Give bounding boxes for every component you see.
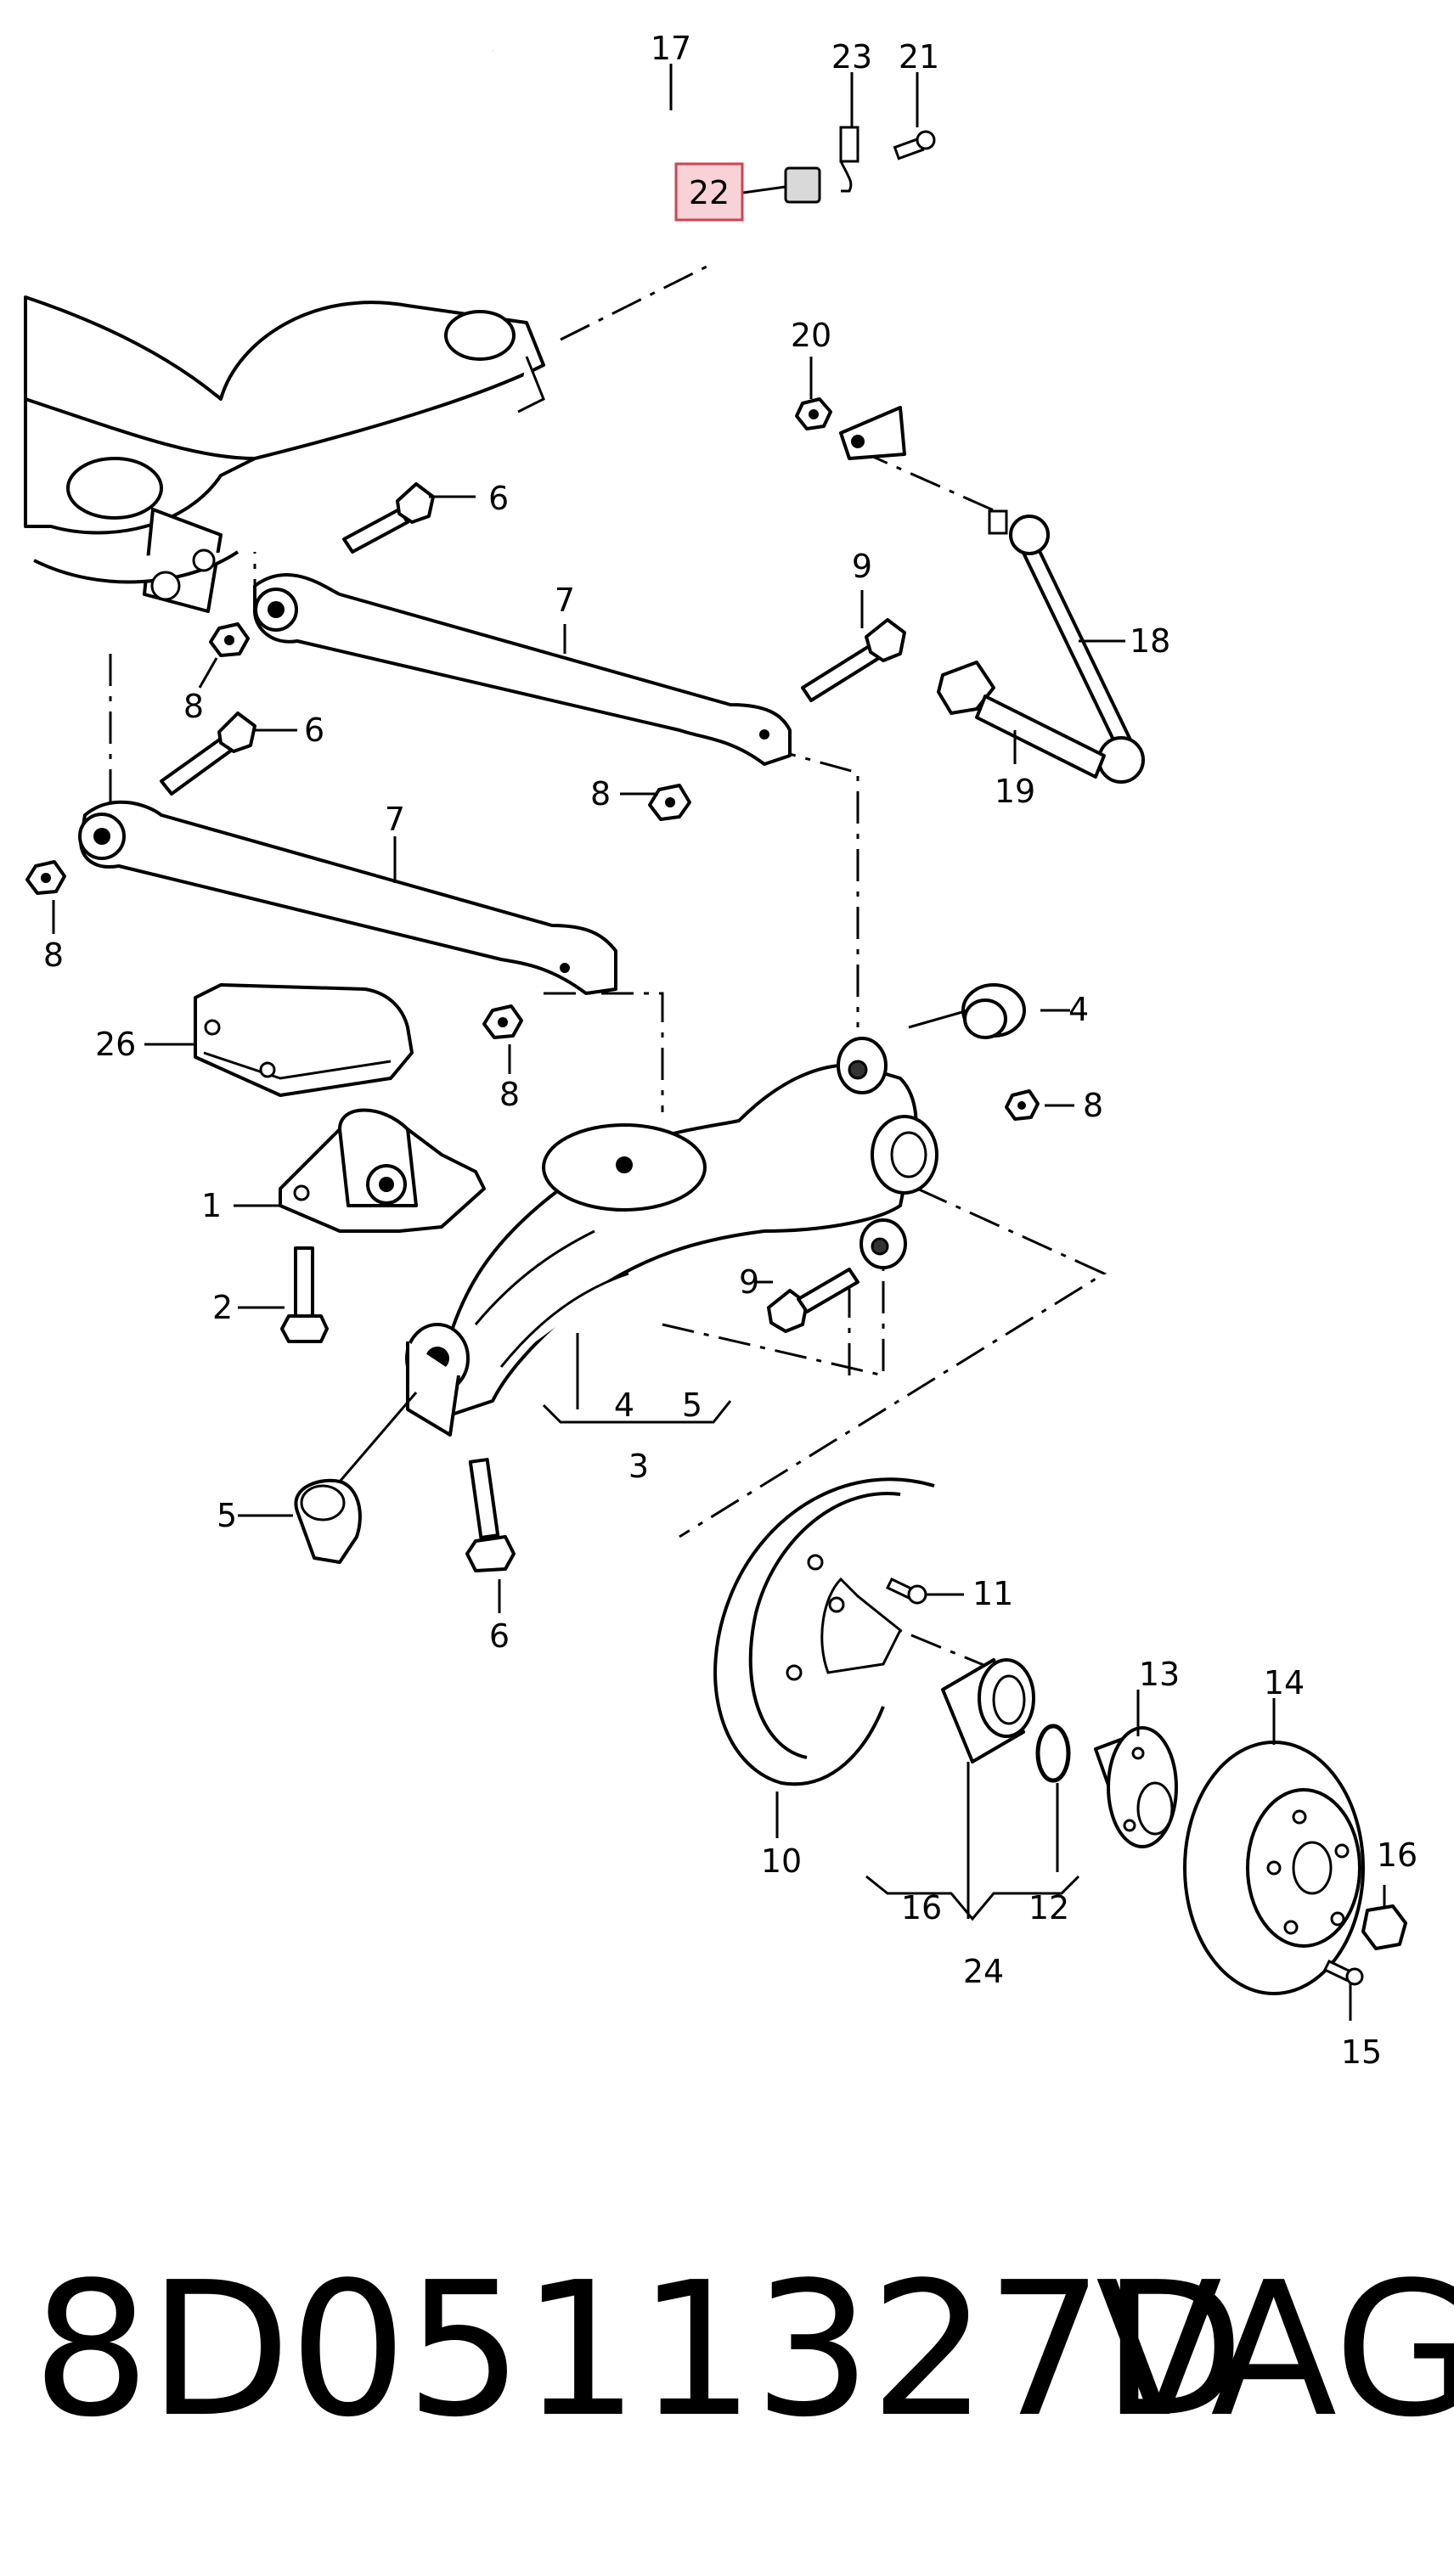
callout-18: 18: [1130, 622, 1170, 660]
rubber-bushing-4-detached[interactable]: [961, 983, 1026, 1039]
clamp-bolt[interactable]: [893, 130, 936, 160]
callout-3: 3: [628, 1448, 649, 1485]
hub-nut[interactable]: [1361, 1904, 1407, 1950]
callout-4-b: 4: [614, 1386, 634, 1424]
callout-5-b: 5: [217, 1497, 237, 1534]
callout-6-b: 6: [304, 711, 324, 749]
callout-22: 22: [689, 174, 730, 211]
callout-14: 14: [1264, 1664, 1305, 1701]
link-bolt-9-lower[interactable]: [767, 1268, 859, 1333]
transverse-link-lower[interactable]: [78, 800, 617, 995]
callout-7-b: 7: [385, 801, 405, 838]
callout-8-b: 8: [590, 775, 611, 813]
callout-12: 12: [1029, 1889, 1069, 1926]
bushing-clamp[interactable]: [839, 126, 859, 193]
callout-8-d: 8: [499, 1076, 520, 1113]
stabilizer-bar[interactable]: [488, 46, 906, 462]
callout-22-highlight: [674, 162, 744, 222]
callout-15: 15: [1341, 2033, 1382, 2071]
mounting-bracket[interactable]: [279, 1108, 486, 1233]
bar-end-bracket: [839, 406, 906, 460]
protective-cover[interactable]: [194, 983, 414, 1097]
callout-21: 21: [899, 38, 939, 76]
callout-4-a: 4: [1068, 991, 1089, 1028]
nut-8-d[interactable]: [482, 1004, 523, 1039]
callout-1: 1: [201, 1187, 222, 1224]
stabilizer-nut[interactable]: [795, 397, 832, 430]
link-bolt-middle[interactable]: [160, 711, 256, 796]
callout-10: 10: [761, 1842, 802, 1880]
callout-7-a: 7: [555, 582, 575, 619]
rubber-bushing-arm-front[interactable]: [405, 1323, 470, 1437]
rubber-bushing-large[interactable]: [871, 1115, 938, 1195]
wheel-bearing[interactable]: [941, 1658, 1035, 1763]
callout-23: 23: [831, 38, 872, 76]
callout-labels: 17 23 21 22 20 6 7 9 18 8 6 8 19 7 8 4 2…: [43, 30, 1417, 2071]
callout-8-a: 8: [183, 688, 204, 725]
callout-17: 17: [651, 30, 691, 67]
suspension-exploded-diagram: 17 23 21 22 20 6 7 9 18 8 6 8 19 7 8 4 2…: [24, 30, 1417, 2071]
arm-bolt-lower[interactable]: [465, 1458, 516, 1572]
callout-6-c: 6: [489, 1617, 510, 1655]
callout-8-c: 8: [43, 936, 64, 974]
callout-16-b: 16: [901, 1889, 942, 1926]
brand-name: VAG: [1096, 2243, 1454, 2458]
callout-leaders: [52, 64, 1386, 2021]
callout-9-b: 9: [739, 1263, 759, 1301]
callout-2: 2: [212, 1289, 233, 1326]
nut-8-c[interactable]: [25, 860, 66, 895]
nut-8-a[interactable]: [209, 622, 250, 657]
rubber-bushing-4-lower[interactable]: [859, 1218, 907, 1269]
callout-5-a: 5: [682, 1386, 702, 1424]
callout-8-e: 8: [1083, 1087, 1103, 1124]
callout-13: 13: [1139, 1656, 1180, 1693]
link-bolt-upper[interactable]: [342, 482, 435, 554]
callout-19: 19: [995, 773, 1035, 810]
callout-26: 26: [95, 1026, 136, 1063]
bracket-bolt[interactable]: [280, 1246, 329, 1343]
part-number: 8D0511327D: [32, 2243, 1244, 2458]
callout-24: 24: [963, 1953, 1004, 1990]
callout-6-a: 6: [488, 480, 509, 517]
rubber-bushing-5[interactable]: [294, 1478, 362, 1564]
link-bolt-9-upper[interactable]: [801, 618, 906, 702]
callout-20: 20: [791, 317, 831, 354]
backing-plate-bolt[interactable]: [885, 1578, 927, 1605]
subframe: [24, 295, 545, 613]
coupling-rod[interactable]: [988, 509, 1145, 784]
coupling-rod-bolt[interactable]: [937, 661, 1106, 779]
stabilizer-bushing[interactable]: [784, 166, 821, 204]
nut-8-b[interactable]: [648, 784, 691, 821]
brake-backing-plate[interactable]: [713, 1477, 935, 1786]
brake-disc[interactable]: [1183, 1741, 1365, 1995]
callout-16-a: 16: [1377, 1836, 1417, 1874]
rubber-bushing-4-upper[interactable]: [837, 1037, 888, 1094]
nut-8-e[interactable]: [1005, 1089, 1040, 1121]
callout-11: 11: [972, 1575, 1013, 1612]
circlip[interactable]: [1035, 1724, 1071, 1783]
wheel-bearing-housing[interactable]: [440, 1063, 918, 1420]
disc-screw[interactable]: [1322, 1960, 1364, 1986]
transverse-link-upper[interactable]: [253, 573, 792, 766]
callout-9-a: 9: [852, 548, 872, 585]
wheel-hub[interactable]: [1094, 1726, 1178, 1848]
